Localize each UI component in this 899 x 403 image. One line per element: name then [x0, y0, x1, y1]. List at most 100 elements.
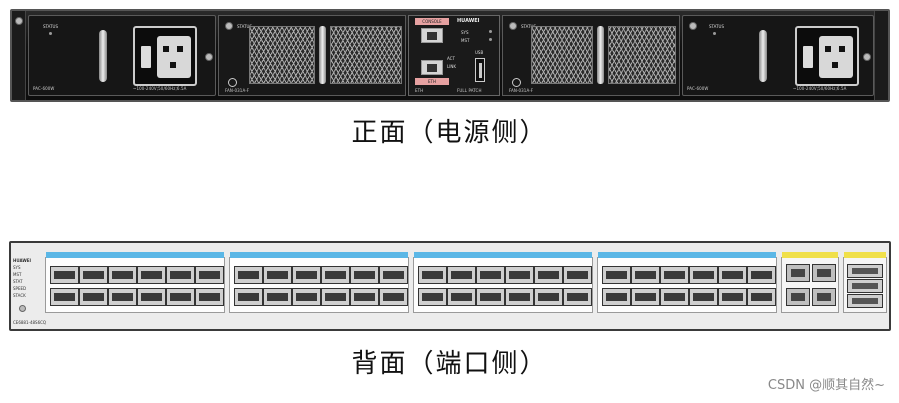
- psu-handle[interactable]: [99, 30, 107, 82]
- sfp-port[interactable]: [718, 288, 747, 306]
- sfp-port[interactable]: [263, 266, 292, 284]
- watermark: CSDN @顺其自然~: [767, 378, 885, 393]
- sfp-port[interactable]: [505, 288, 534, 306]
- power-supply-right[interactable]: STATUS PAC-600W ~100-240V;50/60Hz;6.5A: [682, 15, 874, 96]
- sfp-port[interactable]: [166, 266, 195, 284]
- sfp-port[interactable]: [79, 266, 108, 284]
- fan-module-right[interactable]: STATUS FAN-031A-F: [502, 15, 680, 96]
- sfp-port[interactable]: [292, 288, 321, 306]
- sfp-port-block-1: [45, 252, 225, 313]
- sfp-port[interactable]: [602, 266, 631, 284]
- sfp-port[interactable]: [263, 288, 292, 306]
- port-block-header: [598, 252, 776, 258]
- fan-module-left[interactable]: STATUS FAN-031A-F: [218, 15, 406, 96]
- mode-button[interactable]: [19, 305, 26, 312]
- sfp-port[interactable]: [660, 288, 689, 306]
- sfp-port[interactable]: [379, 266, 408, 284]
- fan-grill: [608, 26, 676, 84]
- sfp-port[interactable]: [505, 266, 534, 284]
- back-brand-label: HUAWEI: [13, 258, 32, 263]
- power-socket[interactable]: [133, 26, 197, 86]
- sfp-port[interactable]: [747, 266, 776, 284]
- sfp-port[interactable]: [108, 266, 137, 284]
- uplink-port[interactable]: [812, 264, 836, 282]
- sfp-port[interactable]: [79, 288, 108, 306]
- sfp-port[interactable]: [321, 266, 350, 284]
- power-supply-left[interactable]: STATUS PAC-600W ~100-240V;50/60Hz;6.5A: [28, 15, 216, 96]
- power-socket[interactable]: [795, 26, 859, 86]
- uplink-block-header: [782, 252, 838, 258]
- fan-grill: [531, 26, 593, 84]
- sfp-port[interactable]: [563, 288, 592, 306]
- psu-model-label: PAC-600W: [33, 86, 55, 91]
- sfp-port[interactable]: [718, 266, 747, 284]
- sfp-port[interactable]: [292, 266, 321, 284]
- uplink-port[interactable]: [786, 288, 810, 306]
- sfp-port[interactable]: [747, 288, 776, 306]
- fan-status-label: STATUS: [521, 24, 537, 29]
- sfp-port[interactable]: [476, 288, 505, 306]
- sfp-port[interactable]: [418, 266, 447, 284]
- power-switch[interactable]: [141, 46, 151, 68]
- power-switch[interactable]: [803, 46, 813, 68]
- usb-label: USB: [475, 50, 484, 55]
- iec-connector-icon: [157, 36, 191, 78]
- ethernet-mgmt-port[interactable]: [421, 60, 443, 75]
- qsfp-port[interactable]: [847, 264, 883, 278]
- port-block-header: [414, 252, 592, 258]
- uplink-port[interactable]: [812, 288, 836, 306]
- fan-handle[interactable]: [597, 26, 604, 84]
- sfp-port[interactable]: [476, 266, 505, 284]
- eth-tag: ETH: [415, 78, 449, 85]
- full-label: FULL PATCH: [457, 88, 482, 93]
- sfp-port[interactable]: [631, 266, 660, 284]
- sfp-port[interactable]: [563, 266, 592, 284]
- sfp-port[interactable]: [418, 288, 447, 306]
- qsfp-port[interactable]: [847, 279, 883, 293]
- sfp-port[interactable]: [137, 288, 166, 306]
- sfp-port[interactable]: [195, 288, 224, 306]
- fan-grill: [330, 26, 402, 84]
- console-port[interactable]: [421, 28, 443, 43]
- sfp-port[interactable]: [108, 288, 137, 306]
- sfp-port[interactable]: [50, 288, 79, 306]
- psu-status-label: STATUS: [709, 24, 725, 29]
- sfp-port[interactable]: [534, 266, 563, 284]
- psu-rating-label: ~100-240V;50/60Hz;6.5A: [793, 86, 847, 91]
- sfp-port[interactable]: [350, 288, 379, 306]
- sfp-port[interactable]: [234, 266, 263, 284]
- fan-symbol-icon: [512, 78, 521, 87]
- usb-port[interactable]: [475, 58, 485, 82]
- uplink-port[interactable]: [786, 264, 810, 282]
- uplink-sfp-block: [781, 252, 839, 313]
- sfp-port[interactable]: [234, 288, 263, 306]
- sfp-port[interactable]: [631, 288, 660, 306]
- qsfp-port[interactable]: [847, 294, 883, 308]
- sfp-port[interactable]: [534, 288, 563, 306]
- sfp-port[interactable]: [689, 288, 718, 306]
- sfp-port[interactable]: [447, 266, 476, 284]
- sfp-port[interactable]: [50, 266, 79, 284]
- port-block-header: [230, 252, 408, 258]
- sfp-port[interactable]: [195, 266, 224, 284]
- sfp-port[interactable]: [350, 266, 379, 284]
- sfp-port[interactable]: [447, 288, 476, 306]
- back-model-label: CE6881-48S6CQ: [13, 320, 47, 325]
- fan-handle[interactable]: [319, 26, 326, 84]
- sfp-port[interactable]: [379, 288, 408, 306]
- sfp-port[interactable]: [166, 288, 195, 306]
- screw-icon: [225, 22, 233, 30]
- sfp-port[interactable]: [137, 266, 166, 284]
- indicator-panel: HUAWEI SYS MST STAT SPEED STACK: [13, 257, 39, 299]
- sfp-port[interactable]: [321, 288, 350, 306]
- link-label: LINK: [447, 64, 457, 69]
- psu-handle[interactable]: [759, 30, 767, 82]
- switch-back-panel: HUAWEI SYS MST STAT SPEED STACK CE6881-4…: [9, 241, 891, 331]
- fan-status-label: STATUS: [237, 24, 253, 29]
- sfp-port[interactable]: [689, 266, 718, 284]
- sfp-port[interactable]: [602, 288, 631, 306]
- psu-status-led: [49, 32, 52, 35]
- act-label: ACT: [447, 56, 455, 61]
- sfp-port-block-3: [413, 252, 593, 313]
- sfp-port[interactable]: [660, 266, 689, 284]
